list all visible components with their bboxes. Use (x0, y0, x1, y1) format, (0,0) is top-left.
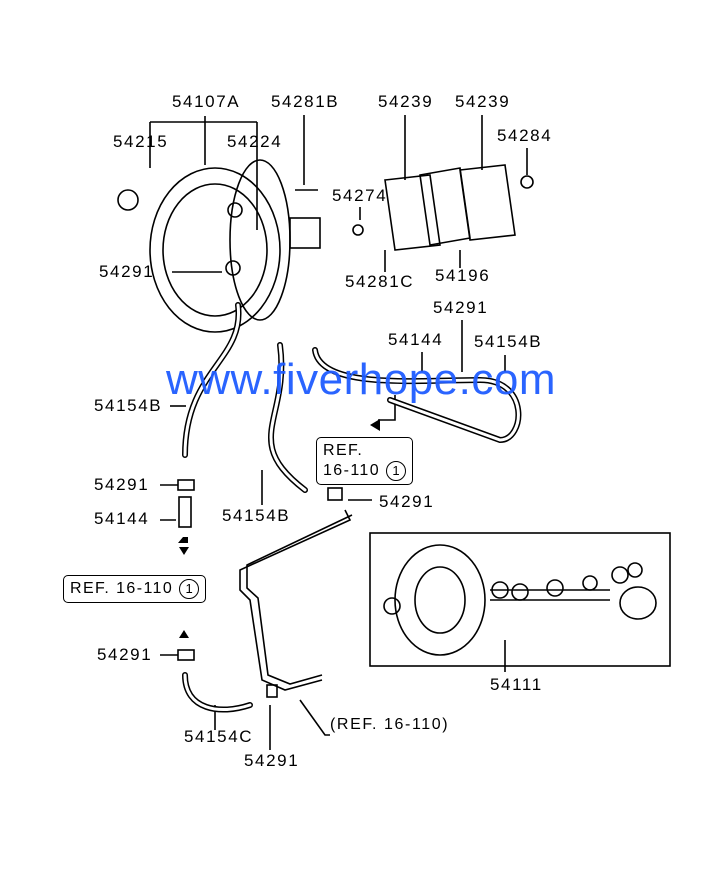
part-label: 54111 (490, 675, 543, 694)
ref-line2: 16-110 (323, 462, 381, 479)
part-label: 54281B (271, 92, 340, 111)
part-label: 54154B (222, 506, 291, 525)
part-label: 54144 (388, 330, 444, 349)
check-valve-and-clips (177, 479, 343, 698)
steel-tube (239, 509, 353, 691)
part-label: 54284 (497, 126, 553, 145)
ref-circle-number: 1 (386, 461, 407, 481)
part-label: 54291 (94, 475, 150, 494)
arrows (178, 419, 380, 638)
vacuum-hoses (182, 302, 522, 713)
brake-booster (117, 159, 321, 333)
gasket-plates (295, 164, 534, 251)
part-label: 54144 (94, 509, 150, 528)
part-label: 54196 (435, 266, 491, 285)
part-label: 54291 (244, 751, 300, 770)
part-label: 54291 (99, 262, 155, 281)
part-label: 54281C (345, 272, 415, 291)
part-label: 54239 (455, 92, 511, 111)
part-label: 54291 (379, 492, 435, 511)
part-label: 54154B (94, 396, 163, 415)
master-cylinder-kit (369, 532, 671, 667)
part-label: 54215 (113, 132, 169, 151)
part-label: 54154C (184, 727, 254, 746)
reference-box-left: REF. 16-110 1 (63, 575, 207, 603)
ref-text: REF. 16-110 (70, 580, 174, 597)
ref-line1: REF. (323, 442, 364, 459)
part-label: 54239 (378, 92, 434, 111)
watermark: www.fiverhope.com (166, 355, 556, 404)
part-label: 54291 (433, 298, 489, 317)
part-label: 54154B (474, 332, 543, 351)
ref-circle-number: 1 (179, 579, 200, 599)
part-label: 54291 (97, 645, 153, 664)
part-label: 54107A (172, 92, 241, 111)
reference-label-bottom: (REF. 16-110) (330, 716, 450, 733)
leader-lines (149, 115, 528, 750)
reference-box-right: REF. 16-110 1 (316, 437, 414, 485)
part-label: 54224 (227, 132, 283, 151)
part-label: 54274 (332, 186, 388, 205)
